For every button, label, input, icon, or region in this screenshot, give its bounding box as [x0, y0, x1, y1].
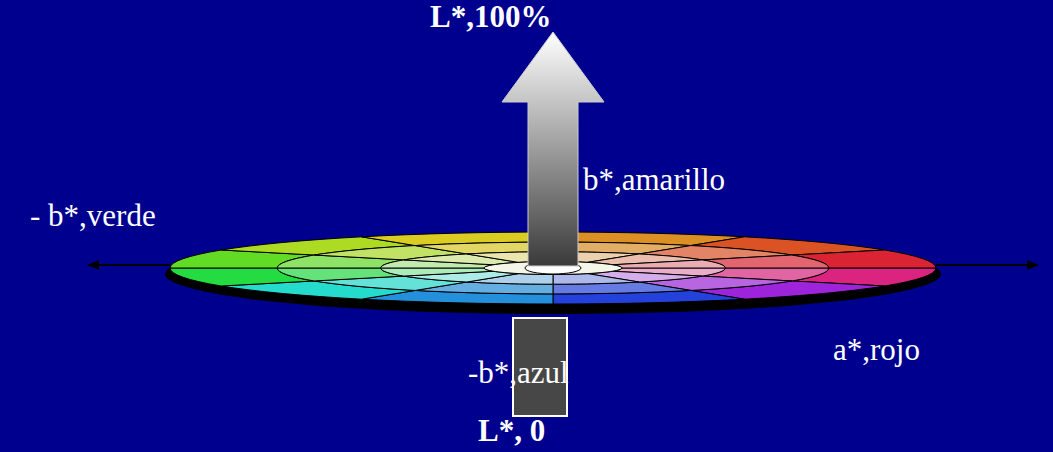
wheel-sector: [381, 268, 494, 276]
axis-label: L*, 0: [478, 414, 545, 448]
axis-line: [88, 264, 170, 266]
wheel-sector: [553, 274, 639, 285]
axis-label: b*,amarillo: [583, 163, 725, 197]
axis-label: - b*,verde: [30, 199, 156, 233]
axis-label: L*,100%: [430, 0, 551, 34]
axis-label: -b*,azul: [468, 356, 569, 390]
wheel-sector: [613, 260, 726, 268]
axis-label: a*,rojo: [833, 333, 920, 367]
axis-line: [936, 264, 1038, 266]
lightness-arrow: [502, 32, 604, 266]
